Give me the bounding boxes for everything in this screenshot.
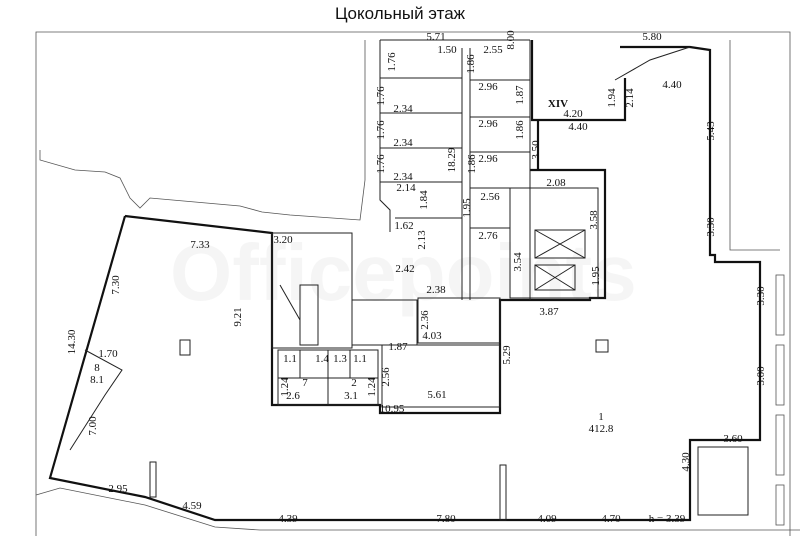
dimension-label: 5.29	[501, 345, 513, 365]
stair-room-area: 8.1	[90, 374, 104, 386]
dimension-label: 2.95	[108, 483, 128, 495]
dimension-label: 4.09	[537, 513, 557, 525]
dimension-label: 1.87	[388, 341, 408, 353]
dimension-label: 18.29	[446, 147, 458, 172]
dimension-label: 2.96	[478, 81, 498, 93]
dimension-label: 7.30	[110, 275, 122, 295]
dimension-label: 7.33	[190, 239, 210, 251]
dimension-label: 1.76	[375, 86, 387, 106]
dimension-label: 5.71	[426, 31, 445, 43]
main-room-area: 412.8	[589, 423, 614, 435]
dimension-label: 3.30	[705, 217, 717, 237]
dimension-label: 10.95	[380, 403, 405, 415]
dimension-label: 2.42	[395, 263, 414, 275]
dimension-label: 4.40	[568, 121, 588, 133]
dimension-label: 3.20	[273, 234, 293, 246]
dimension-label: 4.30	[680, 452, 692, 472]
dimension-label: 1.50	[437, 44, 457, 56]
dimension-label: 1.94	[606, 88, 618, 108]
dimension-label: 2.56	[380, 367, 392, 387]
room-labels: 1 412.8 8 8.1 7 2.6 2 3.1 XIV h = 3.39	[90, 98, 686, 525]
dimension-label: 2.38	[426, 284, 446, 296]
dimension-label: 1.86	[466, 154, 478, 174]
dimension-label: 14.30	[66, 329, 78, 354]
main-room-number: 1	[598, 411, 604, 423]
dimension-label: 4.03	[422, 330, 442, 342]
dimension-label: 2.13	[416, 230, 428, 250]
dimension-label: 1.76	[375, 120, 387, 140]
dimension-label: 1.86	[465, 54, 477, 74]
dimension-label: 1.3	[333, 353, 347, 365]
dimension-label: 1.76	[386, 52, 398, 72]
dimension-label: 1.4	[315, 353, 329, 365]
sheet-frame	[35, 31, 791, 536]
dimension-label: 7.00	[87, 416, 99, 436]
dimension-label: 1.95	[590, 266, 602, 286]
dimension-label: 7.80	[436, 513, 456, 525]
dimension-label: 2.08	[546, 177, 566, 189]
dimension-label: 1.70	[98, 348, 118, 360]
dimension-label: 4.40	[662, 79, 682, 91]
dimension-label: 2.76	[478, 230, 498, 242]
room2-area: 3.1	[344, 390, 358, 402]
dimension-label: 4.20	[563, 108, 583, 120]
dimension-label: 2.55	[483, 44, 503, 56]
dimension-label: 5.43	[705, 121, 717, 141]
dimension-label: 8.00	[505, 30, 517, 50]
dimension-label: 3.87	[539, 306, 559, 318]
dimension-label: 2.36	[419, 310, 431, 330]
stair-room-number: 8	[94, 362, 100, 374]
dimension-label: 3.60	[723, 433, 743, 445]
dimension-label: 2.96	[478, 118, 498, 130]
dimension-label: 4.39	[278, 513, 298, 525]
dimension-label: 1.1	[353, 353, 367, 365]
dimension-label: 2.34	[393, 137, 413, 149]
dimension-label: 1.76	[375, 154, 387, 174]
ceiling-height: h = 3.39	[649, 513, 686, 525]
dimension-label: 1.24	[366, 377, 378, 397]
dimension-label: 9.21	[232, 307, 244, 326]
dimension-label: 3.54	[512, 252, 524, 272]
dimension-label: 1.24	[279, 377, 291, 397]
dimension-label: 2.56	[480, 191, 500, 203]
walls	[48, 39, 762, 522]
dimension-label: 2.14	[624, 88, 636, 108]
section-label: XIV	[548, 98, 568, 110]
dimension-label: 4.59	[182, 500, 202, 512]
dimension-label: 1.1	[283, 353, 297, 365]
floor-plan-title: Цокольный этаж	[334, 4, 466, 23]
dimension-label: 4.70	[601, 513, 621, 525]
dimension-label: 1.84	[418, 190, 430, 210]
vertical-dimensions: 8.00 1.76 1.86 1.76 1.87 1.94 2.14 1.76 1.86 5.43…	[66, 30, 767, 472]
dimension-label: 2.34	[393, 171, 413, 183]
dimension-label: 1.86	[514, 120, 526, 140]
dimension-label: 2.14	[396, 182, 416, 194]
room7-area: 2.6	[286, 390, 300, 402]
dimension-label: 3.58	[588, 210, 600, 230]
room2-number: 2	[351, 377, 357, 389]
dimension-label: 3.50	[530, 140, 542, 160]
dimension-label: 1.95	[461, 198, 473, 218]
dimension-label: 3.30	[755, 286, 767, 306]
dimension-label: 2.96	[478, 153, 498, 165]
dimension-label: 1.87	[514, 85, 526, 105]
dimension-label: 1.62	[394, 220, 413, 232]
dimension-label: 5.61	[427, 389, 446, 401]
room7-number: 7	[302, 377, 308, 389]
surrounding-buildings	[35, 40, 800, 531]
dimension-label: 2.34	[393, 103, 413, 115]
dimension-label: 3.00	[755, 366, 767, 386]
dimension-label: 5.80	[642, 31, 662, 43]
